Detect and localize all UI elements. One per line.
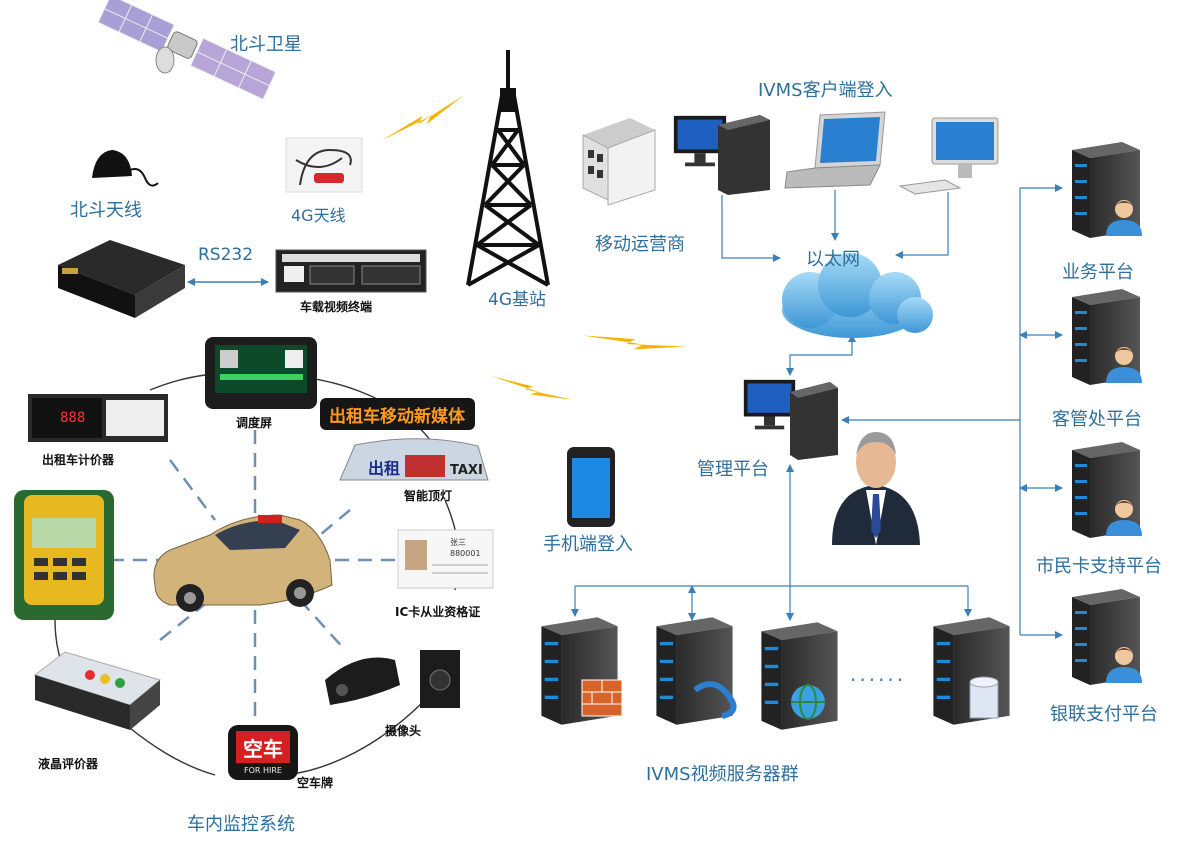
firewall-server-icon	[541, 617, 623, 725]
ic-card-icon: 张三 880001	[397, 529, 494, 589]
wireless-signal-icon	[490, 346, 573, 429]
monitoring-spokes	[110, 430, 395, 730]
smart-roof-light-label: 智能顶灯	[404, 489, 453, 503]
vehicle-terminal-label: 车载视频终端	[300, 300, 373, 314]
dispatch-screen-label: 调度屏	[236, 416, 273, 430]
empty-car-sign-label: 空车牌	[297, 776, 334, 790]
beidou-antenna-label: 北斗天线	[70, 200, 142, 221]
ic-card-certificate-label: IC卡从业资格证	[395, 605, 481, 619]
svg-text:FOR HIRE: FOR HIRE	[244, 766, 282, 775]
ethernet-label: 以太网	[806, 249, 860, 270]
base-station-tower-icon	[466, 50, 550, 287]
mobile-operator-label: 移动运营商	[595, 234, 685, 255]
management-platform-label: 管理平台	[697, 459, 769, 480]
beidou-antenna-icon	[92, 150, 159, 187]
ivms-client-login-label: IVMS客户端登入	[758, 80, 893, 101]
unionpay-server-icon	[1072, 589, 1142, 685]
svg-text:TAXI: TAXI	[450, 463, 483, 478]
smartphone-icon	[567, 447, 615, 527]
video-server-icon	[656, 617, 737, 725]
smart-roof-light-icon: 出租车移动新媒体 出租 TAXI	[320, 398, 489, 481]
beidou-satellite-label: 北斗卫星	[230, 34, 302, 55]
ivms-server-group-label: IVMS视频服务器群	[646, 764, 799, 785]
client-imac-icon	[898, 117, 999, 195]
passenger-platform-label: 客管处平台	[1052, 409, 1142, 430]
camera-label: 摄像头	[385, 724, 422, 738]
lcd-evaluator-icon	[33, 651, 162, 730]
ethernet-cloud-icon	[782, 253, 933, 338]
server-group-links	[571, 464, 972, 621]
client-laptop-icon	[784, 111, 886, 189]
database-server-icon	[933, 617, 1010, 725]
base-station-label: 4G基站	[488, 290, 546, 310]
web-server-icon	[761, 622, 838, 730]
svg-text:888: 888	[60, 410, 85, 426]
vehicle-terminal-icon	[275, 249, 427, 293]
taxi-meter-label: 出租车计价器	[42, 453, 115, 467]
svg-text:出租车移动新媒体: 出租车移动新媒体	[329, 406, 466, 427]
gps-module-icon	[58, 240, 185, 318]
empty-car-sign-icon: 空车 FOR HIRE	[228, 725, 298, 780]
administrator-avatar-icon	[832, 432, 920, 545]
svg-text:出租: 出租	[368, 459, 400, 478]
business-platform-label: 业务平台	[1062, 262, 1134, 283]
passenger-platform-server-icon	[1072, 289, 1142, 385]
citizen-card-server-icon	[1072, 442, 1142, 538]
server-ellipsis: ......	[850, 662, 907, 686]
antenna-4g-label: 4G天线	[291, 206, 346, 225]
client-desktop-icon	[673, 115, 770, 195]
rs232-label: RS232	[198, 245, 254, 265]
ethernet-links	[721, 190, 949, 376]
taxi-meter-icon: 888	[28, 394, 168, 442]
svg-text:空车: 空车	[243, 737, 283, 761]
management-platform-pc-icon	[743, 379, 838, 460]
business-platform-server-icon	[1072, 142, 1142, 238]
mobile-login-label: 手机端登入	[543, 534, 633, 555]
in-vehicle-monitoring-label: 车内监控系统	[187, 814, 295, 835]
citizen-card-platform-label: 市民卡支持平台	[1036, 556, 1162, 577]
camera-icon	[325, 650, 460, 708]
lcd-evaluator-label: 液晶评价器	[38, 757, 99, 771]
beidou-satellite-icon	[97, 0, 277, 100]
antenna-4g-icon	[285, 137, 363, 193]
pos-terminal-icon	[14, 490, 114, 620]
taxi-car-icon	[153, 514, 333, 612]
svg-text:张三: 张三	[450, 538, 466, 547]
dispatch-screen-icon	[205, 337, 317, 409]
unionpay-platform-label: 银联支付平台	[1050, 704, 1158, 725]
wireless-signal-icon	[380, 95, 465, 141]
svg-text:880001: 880001	[450, 549, 481, 558]
mobile-operator-building-icon	[582, 118, 656, 206]
platform-bus-lines	[841, 184, 1063, 639]
wireless-signal-icon	[582, 294, 687, 388]
